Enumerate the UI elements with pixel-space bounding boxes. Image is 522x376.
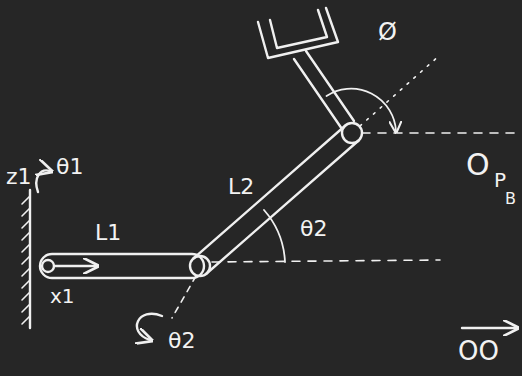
symbol-label: θ2	[300, 218, 327, 240]
elbow-joint	[190, 256, 210, 276]
symbol-label: P	[494, 170, 506, 190]
link-two-edge	[193, 126, 345, 259]
hatch	[22, 292, 30, 300]
reference-line	[362, 132, 522, 134]
reference-line	[212, 260, 440, 262]
symbol-label: x1	[50, 286, 75, 306]
symbol-label: B	[505, 191, 516, 207]
link-two-edge	[207, 141, 359, 274]
symbol-label: θ1	[56, 156, 83, 178]
hatch	[22, 280, 30, 288]
x-axis-arrow	[54, 265, 96, 267]
symbol-label: O	[466, 150, 490, 180]
hatch	[22, 196, 30, 204]
hatch	[22, 208, 30, 216]
hatch	[22, 220, 30, 228]
wrist-joint	[342, 123, 362, 143]
hatch	[22, 304, 30, 312]
sketch-strokes	[22, 8, 522, 340]
base-joint	[42, 260, 54, 272]
angle-arc	[327, 89, 397, 131]
hatch	[22, 316, 30, 324]
dotted-guide	[360, 55, 440, 126]
hatch	[22, 244, 30, 252]
angle-arc	[264, 210, 285, 262]
symbol-label: z1	[6, 166, 32, 188]
wall-hatching	[22, 196, 30, 324]
wall	[29, 190, 31, 328]
link-one	[40, 254, 204, 278]
gripper-rod	[306, 51, 354, 121]
hatch	[22, 268, 30, 276]
rotation-arrow	[36, 170, 50, 192]
gripper-jaw	[270, 10, 327, 48]
symbol-label: θ2	[168, 330, 195, 352]
symbol-label: L1	[95, 222, 121, 244]
symbol-label: OO	[458, 338, 499, 364]
symbol-label: L2	[228, 176, 254, 198]
symbol-label: Ø	[378, 20, 397, 44]
hatch	[22, 232, 30, 240]
vector-arrow	[462, 327, 516, 329]
gripper-jaw	[258, 8, 338, 58]
joint-axis	[172, 276, 196, 318]
rotation-arrow	[137, 314, 162, 340]
hatch	[22, 256, 30, 264]
